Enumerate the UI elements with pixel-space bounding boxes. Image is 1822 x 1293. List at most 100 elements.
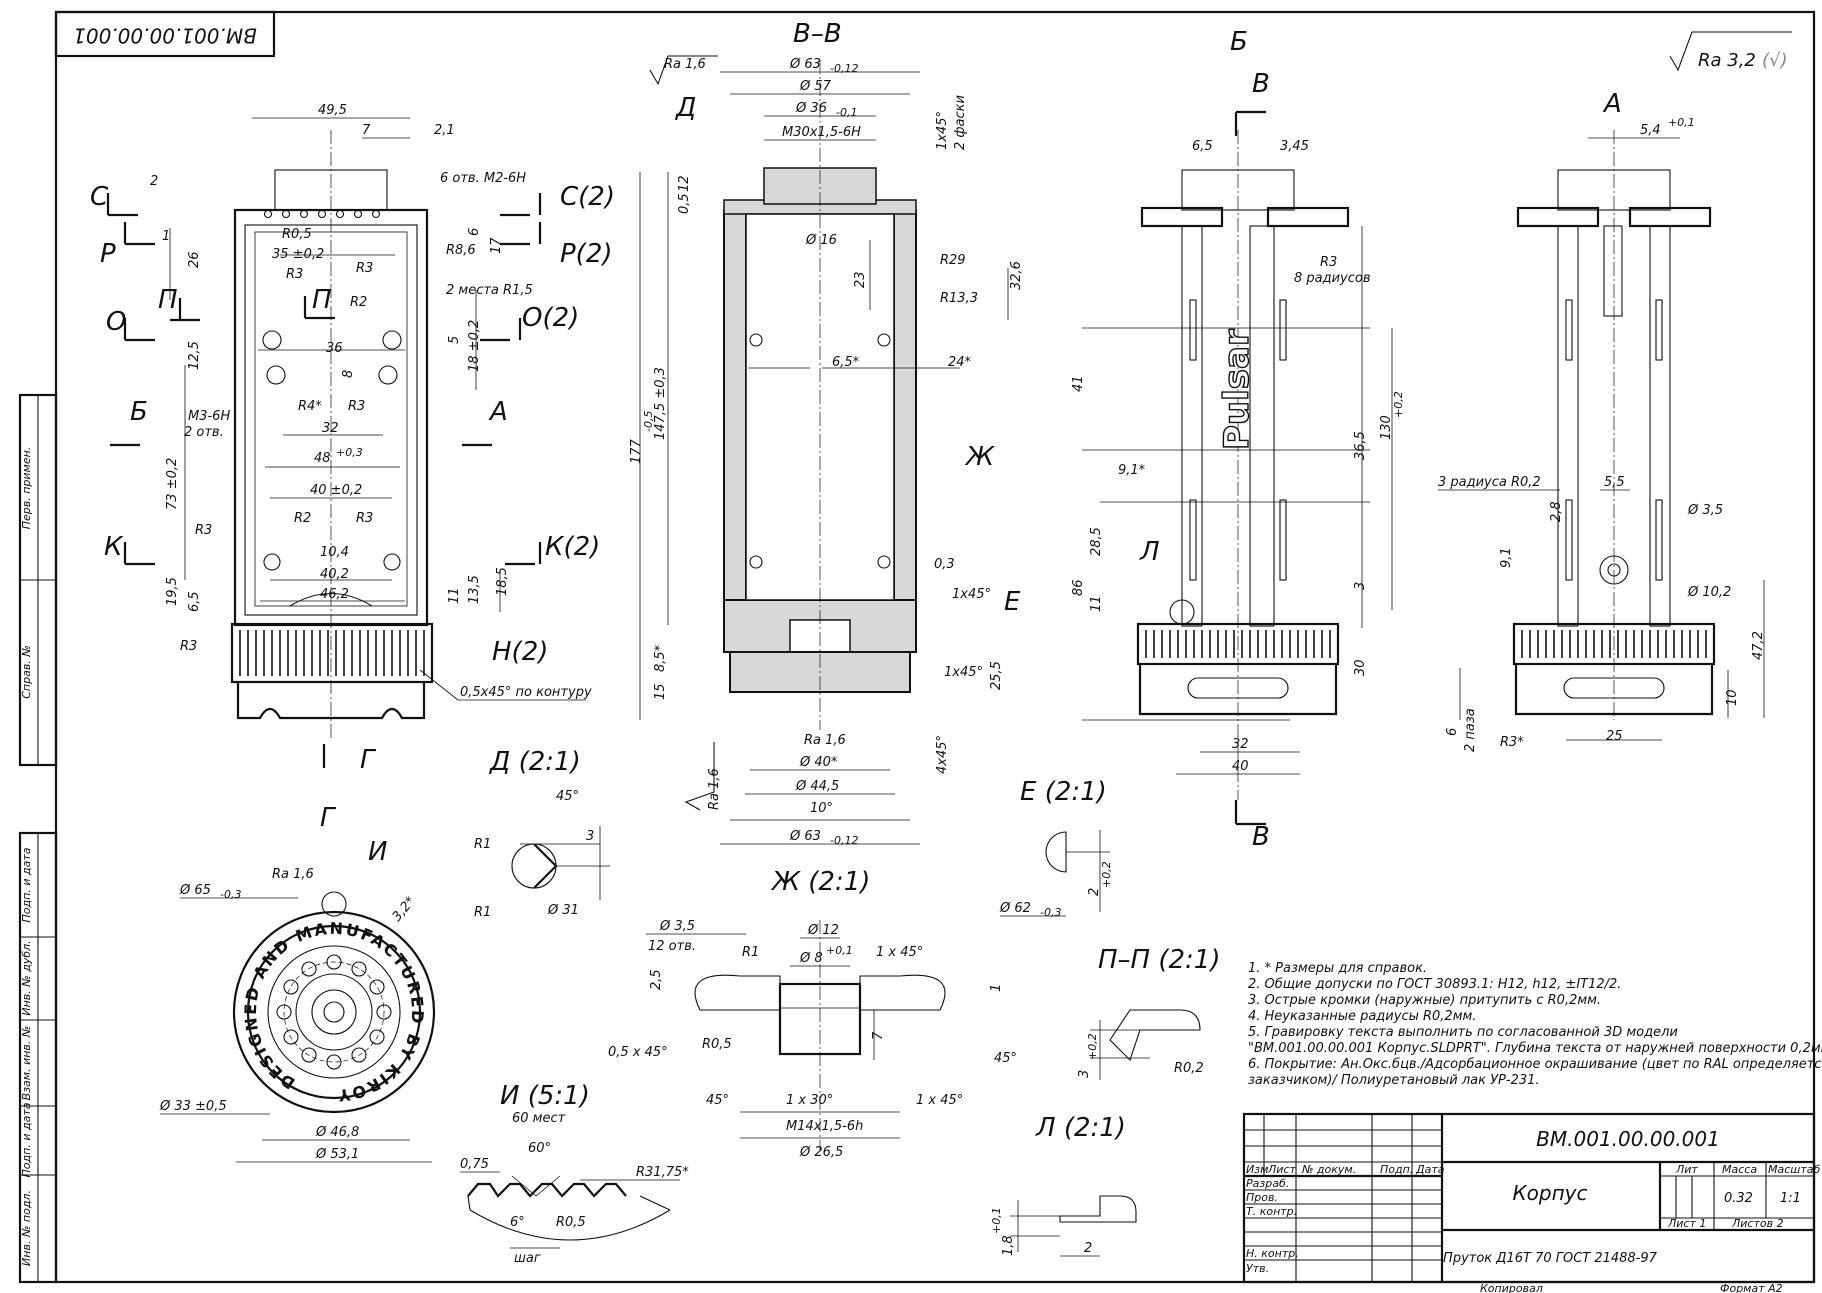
bb-r29: R29 — [940, 253, 966, 268]
dim-11: 11 — [447, 587, 462, 604]
dim-73: 73 ±0,2 — [165, 458, 180, 510]
bb-d63-tol: -0,12 — [830, 62, 858, 75]
dim-13-5: 13,5 — [467, 575, 482, 604]
marker-a-right: А — [488, 397, 508, 427]
dim-6-5: 6,5 — [187, 591, 202, 612]
dim-2-1: 2,1 — [434, 123, 455, 138]
tb-scale-label: Масштаб — [1768, 1163, 1820, 1176]
note-5: 5. Гравировку текста выполнить по соглас… — [1248, 1025, 1678, 1040]
zh-d8-tol: +0,1 — [826, 944, 853, 957]
tb-sheet: Лист 1 — [1667, 1217, 1706, 1230]
bb-ra-left: Ra 1,6 — [707, 768, 722, 810]
marker-g-arrow: Г — [360, 745, 377, 775]
stamp-sprav: Справ. № — [20, 645, 33, 699]
dim-48: 48 — [314, 451, 331, 466]
knurl-hatch-front — [239, 630, 425, 676]
bb-d40: Ø 40* — [799, 755, 838, 770]
detail-i-r05: R0,5 — [556, 1215, 586, 1230]
zh-d12: Ø 12 — [807, 923, 839, 938]
dim-36: 36 — [326, 341, 343, 356]
a-three-radii: 3 радиуса R0,2 — [1438, 475, 1541, 490]
marker-r: Р — [100, 239, 116, 269]
dim-r3-c: R3 — [348, 399, 365, 414]
bb-d36-tol: -0,1 — [836, 106, 857, 119]
bb-d0-3: 0,3 — [934, 557, 955, 572]
detail-l-1-8: 1,8 — [1001, 1235, 1016, 1256]
title-b: Б — [1230, 27, 1248, 57]
b-d6-5: 6,5 — [1192, 139, 1213, 154]
title-a: А — [1602, 89, 1622, 119]
detail-i: И (5:1) 60 мест 60° 0,75 R31,75* 6° R0,5… — [460, 1081, 689, 1266]
a-d5-4-tol: +0,1 — [1668, 116, 1695, 129]
bb-d15: 15 — [653, 683, 668, 700]
bb-r13: R13,3 — [940, 291, 978, 306]
a-r3: R3* — [1500, 735, 1524, 750]
title-detail-zh: Ж (2:1) — [770, 867, 870, 897]
g-d65: Ø 65 — [179, 883, 211, 898]
front-view: С С(2) Р Р(2) П П О О(2) Б А К К(2) Н(2)… — [90, 103, 615, 775]
marker-p-left: П — [158, 285, 178, 315]
view-a: А 5,4 +0,1 3 ради — [1438, 89, 1766, 752]
title-detail-pp: П–П (2:1) — [1098, 945, 1221, 975]
g-d65-tol: -0,3 — [220, 888, 241, 901]
title-detail-e: Е (2:1) — [1020, 777, 1107, 807]
b-d32: 32 — [1232, 737, 1249, 752]
g-d53-1: Ø 53,1 — [315, 1147, 359, 1162]
sheet-frame: ВМ.001.00.00.001 Перв. примен. Справ. № … — [18, 10, 1816, 1284]
tb-col-izm: Изм — [1246, 1163, 1268, 1176]
bb-mark-zh: Ж — [964, 442, 995, 472]
note-6-cont: заказчиком)/ Полиуретановый лак УР-231. — [1248, 1073, 1540, 1088]
general-roughness: Ra 3,2 (√) — [1669, 31, 1792, 72]
bb-d36: Ø 36 — [795, 101, 827, 116]
dim-7: 7 — [362, 123, 371, 138]
detail-i-r31: R31,75* — [636, 1165, 689, 1180]
a-slots: 2 паза — [1463, 708, 1478, 752]
dim-1: 1 — [162, 229, 170, 244]
tb-row-nkontr: Н. контр. — [1246, 1247, 1299, 1260]
bb-chamfer-2: 1х45° — [952, 587, 991, 602]
dim-18-5: 18,5 — [495, 567, 510, 596]
technical-notes: 1. * Размеры для справок. 2. Общие допус… — [1248, 961, 1822, 1088]
dim-46-2: 46,2 — [320, 587, 349, 602]
bb-d24: 24* — [948, 355, 972, 370]
bb-d63b-tol: -0,12 — [830, 834, 858, 847]
note-1: 1. * Размеры для справок. — [1248, 961, 1427, 976]
tb-col-doc: № докум. — [1301, 1163, 1356, 1176]
g-d3-2: 3,2* — [390, 894, 419, 925]
g-ra: Ra 1,6 — [272, 867, 314, 882]
detail-pp: П–П (2:1) 3 +0,2 R0,2 — [1077, 945, 1221, 1080]
detail-pp-3-tol: +0,2 — [1086, 1033, 1099, 1060]
a-d3-5: Ø 3,5 — [1687, 503, 1723, 518]
marker-r2: Р(2) — [560, 239, 613, 269]
title-bb: В–В — [793, 19, 842, 49]
title-detail-i: И (5:1) — [500, 1081, 590, 1111]
marker-s2: С(2) — [560, 182, 615, 212]
bb-d177: 177 — [629, 438, 644, 464]
bb-d12: 12 — [677, 175, 692, 192]
dim-48-tol: +0,3 — [336, 446, 363, 459]
bb-chamfer-4: 4х45° — [935, 735, 950, 774]
dim-18: 18 ±0,2 — [467, 320, 482, 372]
dim-6: 6 — [467, 228, 482, 236]
bb-d44-5: Ø 44,5 — [795, 779, 839, 794]
marker-v-bottom: В — [1252, 822, 1270, 852]
tb-col-list: Лист — [1267, 1163, 1296, 1176]
dim-40: 40 ±0,2 — [310, 483, 362, 498]
zh-d26-5: Ø 26,5 — [799, 1145, 843, 1160]
stamp-podp-data-1: Подп. и дата — [20, 847, 33, 922]
knurl-hatch-b — [1145, 630, 1331, 658]
b-r3-note: 8 радиусов — [1294, 271, 1371, 286]
dim-r3-d: R3 — [356, 511, 373, 526]
circle-engraving: DESIGNED AND MANUFACTURED BY KIROY — [241, 919, 428, 1105]
tb-mass: 0.32 — [1724, 1191, 1753, 1206]
g-d33: Ø 33 ±0,5 — [159, 1099, 227, 1114]
view-g: Г И DESIGNED AND MANUFACTURED BY KIROY Ø… — [159, 803, 436, 1163]
zh-12-holes: 12 отв. — [648, 939, 696, 954]
a-d47-2: 47,2 — [1751, 631, 1766, 660]
detail-zh: Ж (2:1) Ø 3,5 12 отв. Ø 12 Ø 8 +0,1 R1 1… — [608, 867, 1017, 1160]
bb-m30: М30х1,5-6Н — [782, 125, 861, 140]
detail-i-0-75: 0,75 — [460, 1157, 489, 1172]
marker-s: С — [90, 182, 109, 212]
a-d10: 10 — [1725, 689, 1740, 706]
a-d5-4: 5,4 — [1640, 123, 1661, 138]
